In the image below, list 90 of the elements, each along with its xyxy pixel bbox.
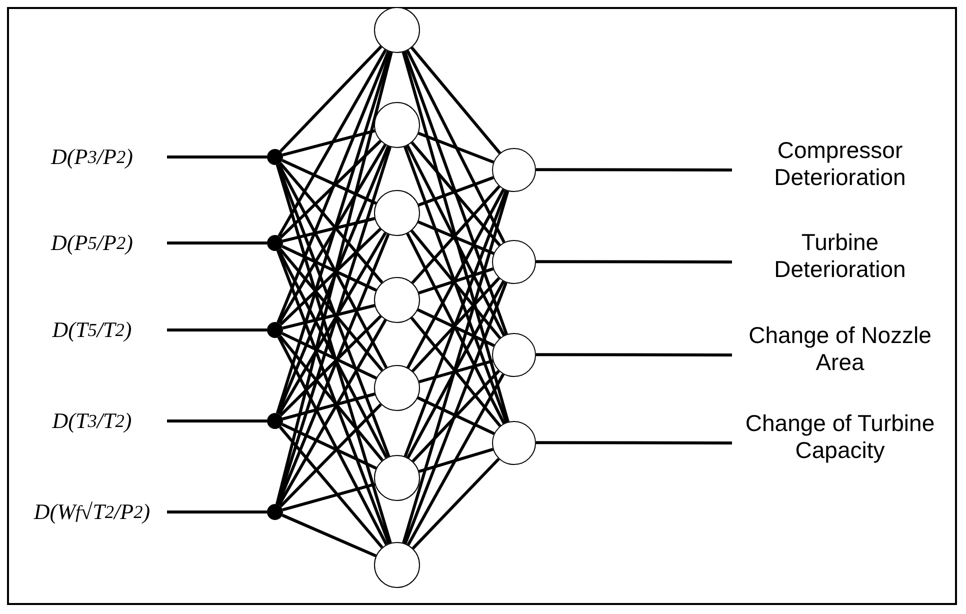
connection-line: [167, 510, 267, 514]
output-label: Change of Nozzle Area: [740, 319, 940, 379]
connection-line: [410, 142, 501, 246]
connection-line: [403, 51, 508, 335]
connection-line: [279, 426, 384, 548]
connection-line: [282, 332, 377, 380]
connection-line: [282, 129, 376, 156]
input-node-dot: [267, 235, 283, 251]
connection-line: [278, 319, 387, 506]
connection-line: [279, 162, 384, 284]
input-node-dot: [267, 504, 283, 520]
connection-line: [277, 336, 388, 546]
connection-line: [402, 52, 510, 422]
connection-line: [536, 260, 732, 264]
connection-line: [418, 448, 494, 473]
neuron-circle: [374, 542, 420, 588]
connection-line: [278, 144, 387, 324]
connection-line: [412, 277, 500, 372]
connection-line: [282, 392, 376, 420]
connection-line: [276, 250, 390, 544]
connection-line: [276, 164, 390, 458]
connection-line: [278, 335, 384, 462]
connection-line: [282, 482, 376, 512]
connection-line: [410, 316, 502, 427]
connection-line: [276, 50, 390, 324]
neuron-circle: [374, 190, 420, 236]
connection-line: [406, 188, 505, 368]
connection-line: [167, 328, 267, 332]
connection-line: [404, 282, 508, 544]
neuron-circle: [492, 333, 536, 377]
neuron-circle: [492, 240, 536, 284]
connection-line: [418, 220, 494, 255]
connection-line: [417, 308, 495, 347]
connection-line: [418, 176, 494, 206]
connection-line: [406, 50, 506, 244]
connection-line: [282, 245, 377, 292]
connection-line: [279, 248, 384, 372]
connection-line: [167, 156, 267, 158]
connection-line: [276, 52, 392, 414]
connection-line: [410, 46, 502, 154]
connection-line: [282, 217, 376, 243]
connection-line: [277, 249, 388, 458]
connection-line: [410, 230, 502, 339]
connection-line: [282, 514, 376, 558]
connection-line: [277, 163, 388, 368]
output-label: Change of Turbine Capacity: [740, 407, 940, 467]
connection-line: [411, 185, 500, 284]
connection-line: [412, 458, 500, 550]
neuron-circle: [492, 148, 536, 192]
connection-line: [280, 140, 382, 239]
connection-line: [418, 132, 494, 164]
connection-line: [167, 242, 267, 244]
connection-line: [280, 403, 382, 508]
connection-line: [536, 168, 732, 172]
connection-line: [276, 146, 390, 414]
connection-line: [282, 158, 377, 205]
neuron-circle: [374, 7, 420, 53]
connection-line: [279, 46, 382, 152]
connection-line: [280, 228, 382, 326]
connection-line: [418, 360, 494, 384]
connection-line: [406, 280, 505, 458]
connection-line: [278, 49, 387, 237]
connection-line: [406, 232, 506, 424]
connection-line: [417, 396, 495, 435]
connection-line: [536, 441, 732, 444]
input-node-dot: [267, 322, 283, 338]
input-node-dot: [267, 413, 283, 429]
connection-line: [282, 304, 376, 330]
connection-line: [276, 234, 390, 506]
connection-line: [402, 190, 510, 544]
connection-line: [418, 267, 494, 294]
connection-line: [282, 423, 377, 470]
connection-line: [404, 146, 508, 423]
connection-line: [280, 315, 382, 416]
connection-line: [276, 52, 393, 505]
neuron-circle: [374, 455, 420, 501]
connection-line: [278, 232, 387, 415]
connection-line: [536, 353, 732, 356]
connection-line: [406, 373, 505, 546]
neuron-circle: [492, 421, 536, 465]
connection-line: [167, 420, 267, 422]
input-node-dot: [267, 149, 283, 165]
connection-line: [412, 370, 500, 462]
neuron-circle: [374, 102, 420, 148]
neuron-circle: [374, 277, 420, 323]
output-label: Turbine Deterioration: [740, 226, 940, 286]
connection-line: [404, 190, 508, 458]
neuron-circle: [374, 365, 420, 411]
connection-line: [406, 144, 506, 336]
output-label: Compressor Deterioration: [740, 134, 940, 194]
